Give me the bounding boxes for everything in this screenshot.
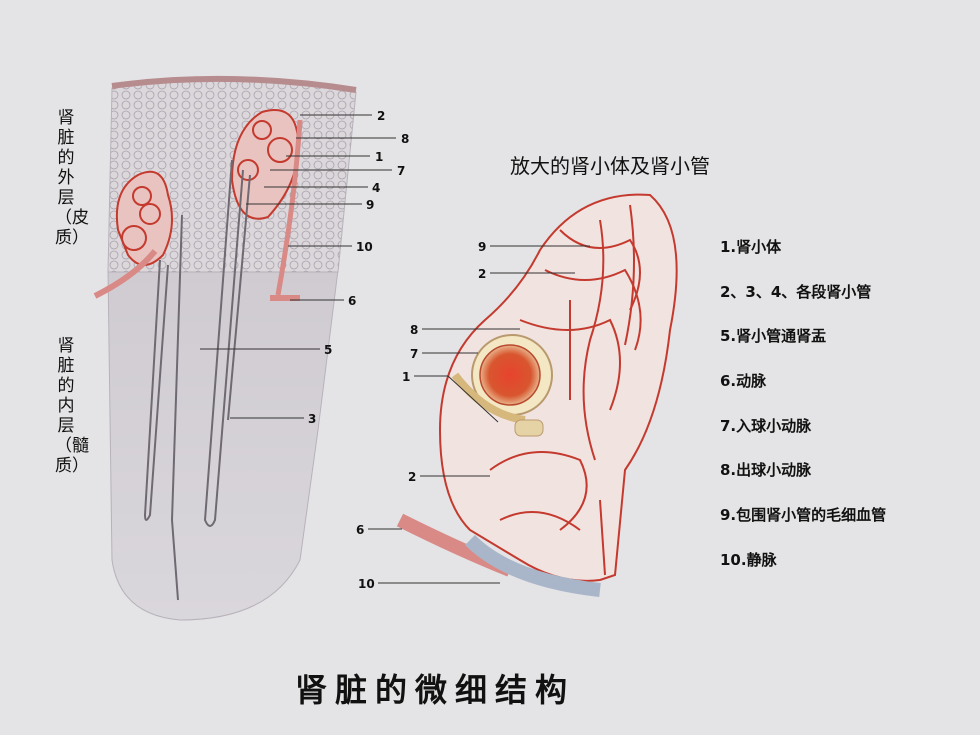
right-callout-2b: 2: [408, 470, 416, 484]
legend-item: 10.静脉: [720, 550, 777, 569]
page-title: 肾脏的微细结构: [294, 671, 575, 709]
left-callout-5: 5: [324, 343, 332, 357]
left-callout-7: 7: [397, 164, 405, 178]
left-callout-1: 1: [375, 150, 383, 164]
left-callout-4: 4: [372, 181, 380, 195]
tubule-mass: [438, 193, 678, 582]
kidney-section: [93, 75, 357, 621]
right-callout-9: 9: [478, 240, 486, 254]
left-callout-2: 2: [377, 109, 385, 123]
renal-corpuscle-cluster-left: [93, 170, 173, 299]
right-callout-8: 8: [410, 323, 418, 337]
legend: 1.肾小体 2、3、4、各段肾小管 5.肾小管通肾盂 6.动脉 7.入球小动脉 …: [720, 236, 886, 594]
legend-item: 8.出球小动脉: [720, 461, 812, 480]
medulla-region: [107, 269, 339, 621]
right-callout-7: 7: [410, 347, 418, 361]
right-callouts: [368, 245, 590, 584]
legend-item: 9.包围肾小管的毛细血管: [720, 506, 887, 525]
legend-item: 2、3、4、各段肾小管: [720, 282, 872, 301]
right-callout-10: 10: [358, 577, 375, 591]
diagram-subtitle: 放大的肾小体及肾小管: [510, 154, 710, 178]
left-callouts: [200, 114, 396, 419]
enlarged-nephron: [396, 193, 678, 597]
capillary-network: [489, 204, 642, 576]
legend-item: 7.入球小动脉: [720, 416, 812, 435]
vessels: [396, 513, 601, 597]
legend-item: 6.动脉: [720, 372, 767, 391]
left-callout-numbers: 2 8 1 7 4 9 10 6 5 3: [308, 109, 409, 426]
right-callout-2a: 2: [478, 267, 486, 281]
capsule-edge: [111, 75, 357, 93]
right-callout-6: 6: [356, 523, 364, 537]
right-callout-numbers: 9 2 8 7 1 2 6 10: [356, 240, 486, 591]
left-callout-6: 6: [348, 294, 356, 308]
renal-corpuscle: [451, 334, 553, 437]
left-callout-10: 10: [356, 240, 373, 254]
legend-item: 5.肾小管通肾盂: [720, 327, 827, 346]
left-callout-9: 9: [366, 198, 374, 212]
tubule-loops: [143, 159, 251, 601]
left-callout-8: 8: [401, 132, 409, 146]
left-callout-3: 3: [308, 412, 316, 426]
right-callout-1: 1: [402, 370, 410, 384]
legend-item: 1.肾小体: [720, 238, 782, 256]
